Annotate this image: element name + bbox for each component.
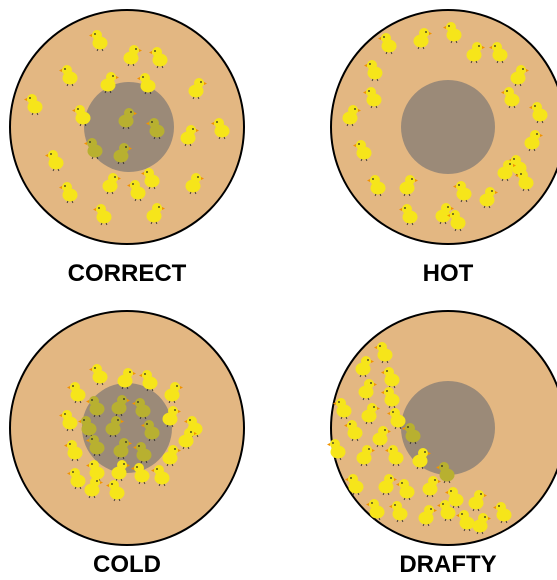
panel-correct: CORRECT: [10, 10, 244, 287]
panel-label-correct: CORRECT: [68, 260, 187, 287]
panel-cold: COLD: [10, 311, 244, 578]
panel-label-drafty: DRAFTY: [399, 551, 496, 578]
panel-hot: HOT: [331, 10, 557, 287]
heat-zone: [401, 80, 495, 174]
panel-label-hot: HOT: [423, 260, 474, 287]
panel-drafty: DRAFTY: [327, 311, 557, 578]
panel-label-cold: COLD: [93, 551, 161, 578]
